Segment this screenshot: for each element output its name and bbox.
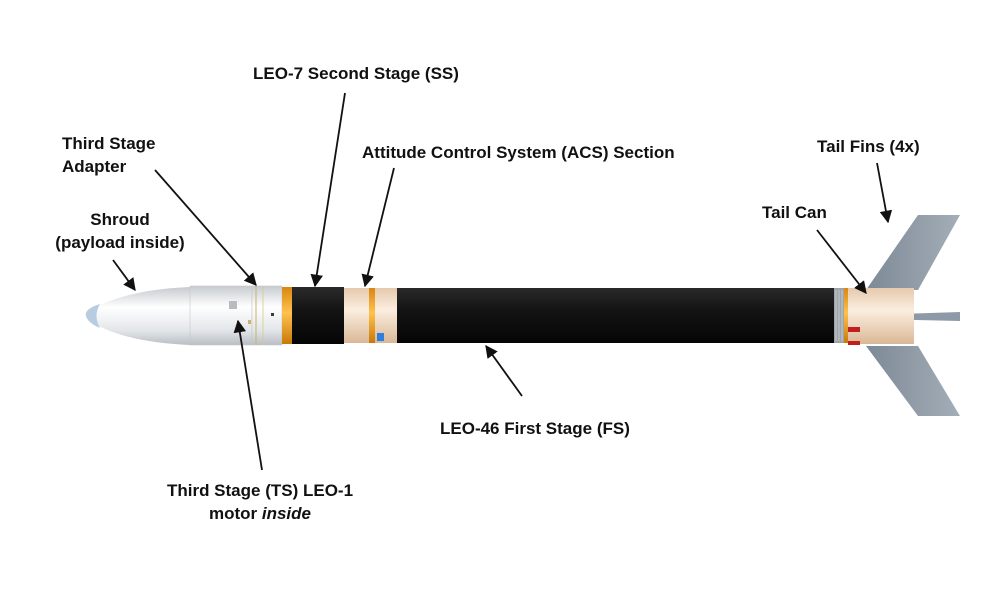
nose-cone <box>86 287 190 345</box>
label-third-stage-adapter: Third Stage Adapter <box>62 132 156 178</box>
label-third-stage-motor-line2-italic: inside <box>261 504 311 523</box>
arrow-shroud <box>112 259 136 292</box>
label-second-stage: LEO-7 Second Stage (SS) <box>253 64 459 83</box>
first-stage-motor <box>397 288 834 343</box>
arrow-tail-can <box>816 229 867 294</box>
arrow-acs <box>361 167 395 288</box>
label-first-stage: LEO-46 First Stage (FS) <box>440 419 630 438</box>
orange-band-1 <box>282 287 292 344</box>
arrow-tail-fins <box>876 162 893 224</box>
third-stage-adapter <box>251 285 283 346</box>
arrow-third-stage-motor <box>233 319 263 471</box>
arrow-third-stage-adapter <box>154 169 257 286</box>
arrow-second-stage <box>310 92 346 288</box>
second-stage-motor <box>292 287 344 344</box>
label-acs-section: Attitude Control System (ACS) Section <box>362 143 675 162</box>
acs-blue-marker <box>377 333 384 341</box>
label-shroud-line2: (payload inside) <box>55 233 185 252</box>
shroud-hatch <box>229 301 237 309</box>
label-third-stage-motor-line2: motor inside <box>140 502 380 525</box>
tail-can-red-marker-1 <box>848 327 860 332</box>
shroud-cylinder <box>189 285 253 346</box>
tail-can-red-marker-2 <box>848 341 860 345</box>
label-third-stage-motor-line1: Third Stage (TS) LEO-1 <box>166 481 354 500</box>
label-tail-fins: Tail Fins (4x) <box>817 137 920 156</box>
label-third-stage-adapter-line2: Adapter <box>62 157 127 176</box>
label-tail-can: Tail Can <box>762 203 827 222</box>
nose-tip <box>85 304 100 328</box>
label-third-stage-motor-line2-plain: motor <box>208 504 262 523</box>
label-shroud-line1: Shroud <box>90 210 150 229</box>
label-shroud: Shroud (payload inside) <box>30 208 210 254</box>
tail-can <box>848 288 914 344</box>
arrow-first-stage <box>485 344 523 397</box>
callout-arrows <box>112 92 893 471</box>
tail-fin-lower <box>866 346 960 416</box>
label-third-stage-adapter-line1: Third Stage <box>62 134 156 153</box>
label-third-stage-motor: Third Stage (TS) LEO-1 motor inside <box>140 479 380 525</box>
tail-fin-upper <box>866 215 960 290</box>
